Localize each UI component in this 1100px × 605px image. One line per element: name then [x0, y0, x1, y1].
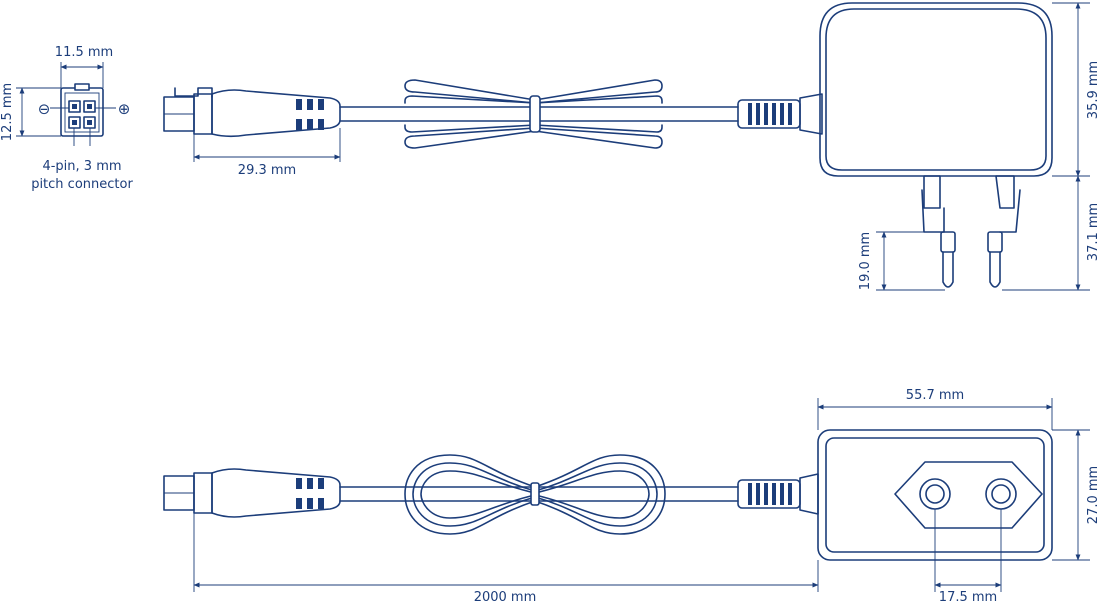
connector-detail: 11.5 mm 12.5 mm ⊖ ⊕ 4-pin, 3 mm pitch co…: [0, 45, 133, 192]
pin-length-dimension: 19.0 mm: [858, 231, 945, 291]
adapter-top-view: 55.7 mm 27.0 mm 2000 mm 17.5 mm: [163, 388, 1100, 605]
plug-length-label: 29.3 mm: [238, 163, 296, 178]
side-strain-relief: [737, 93, 823, 135]
pin-length-label: 19.0 mm: [858, 232, 873, 290]
connector-height-label: 12.5 mm: [0, 83, 15, 141]
body-width-label: 55.7 mm: [906, 388, 964, 403]
body-width-dimension: 55.7 mm: [817, 388, 1053, 430]
plug-length-dimension: 29.3 mm: [193, 128, 341, 178]
cable-length-dimension: 2000 mm: [193, 513, 819, 605]
pin-total-label: 37.1 mm: [1086, 203, 1100, 261]
connector-height-dimension: 12.5 mm: [0, 83, 61, 141]
body-height-label: 35.9 mm: [1086, 61, 1100, 119]
side-cable-coil: [404, 79, 663, 149]
body-depth-label: 27.0 mm: [1086, 466, 1100, 524]
plus-polarity-icon: ⊕: [118, 100, 131, 118]
side-plug-connector: [163, 87, 341, 138]
pin-spacing-dimension: 17.5 mm: [934, 509, 1002, 605]
connector-width-label: 11.5 mm: [55, 45, 113, 60]
adapter-side-view: 29.3 mm 35.9 mm 37.1 mm 19.0 mm: [163, 2, 1100, 291]
top-strain-relief: [737, 473, 819, 515]
body-height-dimension: 35.9 mm: [1052, 2, 1100, 177]
side-plug-pins: [921, 175, 1021, 288]
cable-length-label: 2000 mm: [474, 590, 537, 605]
pin-spacing-label: 17.5 mm: [939, 590, 997, 605]
body-depth-dimension: 27.0 mm: [1052, 429, 1100, 561]
side-adapter-body: [819, 2, 1053, 177]
minus-polarity-icon: ⊖: [38, 100, 51, 118]
pin-total-dimension: 37.1 mm: [1002, 175, 1100, 291]
connector-face: [50, 83, 116, 146]
connector-width-dimension: 11.5 mm: [55, 45, 113, 88]
top-plug-connector: [163, 468, 341, 518]
connector-caption-line2: pitch connector: [31, 177, 133, 192]
connector-caption-line1: 4-pin, 3 mm: [42, 159, 121, 174]
top-cable-loop: [404, 454, 666, 535]
